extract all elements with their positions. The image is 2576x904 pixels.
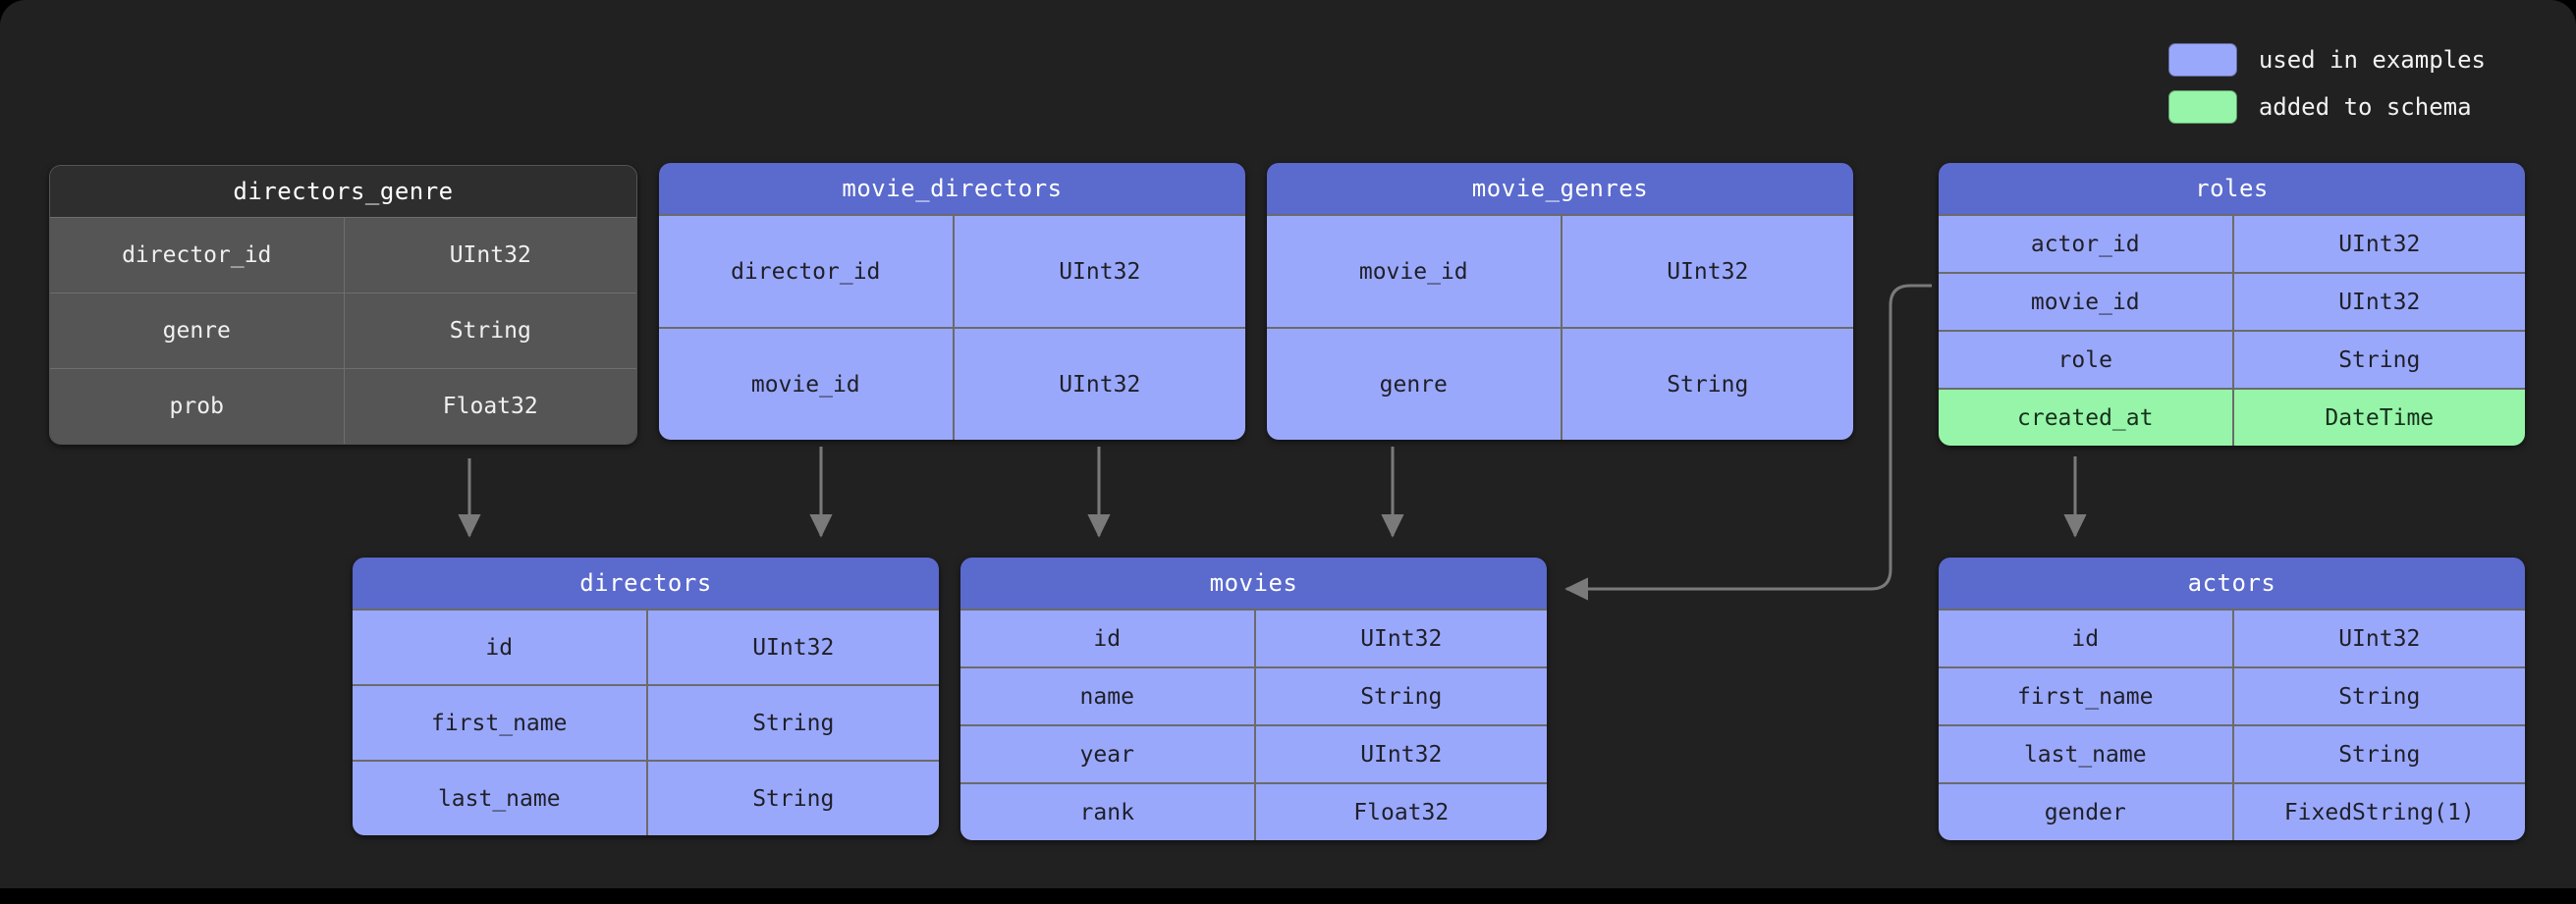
- legend-label-used-in-examples: used in examples: [2258, 46, 2486, 74]
- table-row[interactable]: genre String: [1267, 327, 1853, 440]
- table-movie-directors[interactable]: movie_directors director_id UInt32 movie…: [659, 163, 1245, 440]
- column-type: String: [645, 762, 939, 835]
- table-actors[interactable]: actors id UInt32 first_name String last_…: [1939, 558, 2525, 840]
- table-row[interactable]: director_id UInt32: [659, 214, 1245, 327]
- table-title-roles: roles: [1939, 163, 2525, 214]
- table-row-added[interactable]: created_at DateTime: [1939, 388, 2525, 446]
- table-title-directors: directors: [353, 558, 939, 609]
- column-type: UInt32: [2231, 611, 2525, 666]
- column-type: DateTime: [2231, 390, 2525, 446]
- column-type: String: [343, 293, 636, 368]
- table-directors-genre[interactable]: directors_genre director_id UInt32 genre…: [49, 165, 637, 445]
- column-name: id: [960, 611, 1254, 666]
- column-name: movie_id: [659, 329, 953, 440]
- column-type: String: [1560, 329, 1853, 440]
- column-type: UInt32: [645, 611, 939, 684]
- table-row[interactable]: first_name String: [1939, 666, 2525, 724]
- legend-swatch-added-to-schema: [2167, 90, 2237, 124]
- column-name: first_name: [1939, 668, 2232, 724]
- column-name: last_name: [353, 762, 646, 835]
- column-name: genre: [1267, 329, 1561, 440]
- column-type: UInt32: [952, 329, 1245, 440]
- table-row[interactable]: id UInt32: [1939, 609, 2525, 666]
- table-row[interactable]: gender FixedString(1): [1939, 782, 2525, 840]
- table-title-actors: actors: [1939, 558, 2525, 609]
- table-row[interactable]: prob Float32: [50, 368, 636, 444]
- table-row[interactable]: movie_id UInt32: [659, 327, 1245, 440]
- table-row[interactable]: id UInt32: [353, 609, 939, 684]
- column-type: String: [645, 686, 939, 760]
- column-name: first_name: [353, 686, 646, 760]
- column-name: director_id: [659, 216, 953, 327]
- column-type: String: [2231, 726, 2525, 782]
- table-title-movie-genres: movie_genres: [1267, 163, 1853, 214]
- table-row[interactable]: movie_id UInt32: [1267, 214, 1853, 327]
- table-row[interactable]: role String: [1939, 330, 2525, 388]
- column-name: created_at: [1939, 390, 2232, 446]
- column-type: String: [2231, 332, 2525, 388]
- table-row[interactable]: id UInt32: [960, 609, 1547, 666]
- table-row[interactable]: movie_id UInt32: [1939, 272, 2525, 330]
- legend-label-added-to-schema: added to schema: [2258, 93, 2472, 121]
- legend: used in examples added to schema: [2167, 43, 2486, 124]
- legend-swatch-used-in-examples: [2167, 43, 2237, 77]
- column-type: String: [2231, 668, 2525, 724]
- column-name: id: [353, 611, 646, 684]
- table-row[interactable]: last_name String: [1939, 724, 2525, 782]
- column-name: gender: [1939, 784, 2232, 840]
- column-type: UInt32: [1253, 611, 1547, 666]
- table-row[interactable]: year UInt32: [960, 724, 1547, 782]
- table-row[interactable]: director_id UInt32: [50, 217, 636, 292]
- table-movie-genres[interactable]: movie_genres movie_id UInt32 genre Strin…: [1267, 163, 1853, 440]
- column-name: name: [960, 668, 1254, 724]
- column-name: director_id: [50, 218, 344, 292]
- column-type: Float32: [343, 369, 636, 444]
- column-name: prob: [50, 369, 344, 444]
- legend-item-added-to-schema: added to schema: [2167, 90, 2486, 124]
- column-name: actor_id: [1939, 216, 2232, 272]
- table-row[interactable]: last_name String: [353, 760, 939, 835]
- column-type: UInt32: [1560, 216, 1853, 327]
- column-type: String: [1253, 668, 1547, 724]
- column-name: genre: [50, 293, 344, 368]
- clipped-text-sliver: [0, 889, 2576, 904]
- column-name: year: [960, 726, 1254, 782]
- column-type: UInt32: [952, 216, 1245, 327]
- column-name: movie_id: [1939, 274, 2232, 330]
- table-row[interactable]: actor_id UInt32: [1939, 214, 2525, 272]
- table-roles[interactable]: roles actor_id UInt32 movie_id UInt32 ro…: [1939, 163, 2525, 446]
- column-type: Float32: [1253, 784, 1547, 840]
- column-name: last_name: [1939, 726, 2232, 782]
- column-name: rank: [960, 784, 1254, 840]
- table-title-movie-directors: movie_directors: [659, 163, 1245, 214]
- table-title-movies: movies: [960, 558, 1547, 609]
- column-type: UInt32: [2231, 216, 2525, 272]
- column-type: UInt32: [1253, 726, 1547, 782]
- table-title-directors-genre: directors_genre: [50, 166, 636, 217]
- table-directors[interactable]: directors id UInt32 first_name String la…: [353, 558, 939, 835]
- table-row[interactable]: name String: [960, 666, 1547, 724]
- column-type: FixedString(1): [2231, 784, 2525, 840]
- table-row[interactable]: genre String: [50, 292, 636, 368]
- table-movies[interactable]: movies id UInt32 name String year UInt32…: [960, 558, 1547, 840]
- table-row[interactable]: first_name String: [353, 684, 939, 760]
- column-name: role: [1939, 332, 2232, 388]
- column-type: UInt32: [2231, 274, 2525, 330]
- column-name: movie_id: [1267, 216, 1561, 327]
- column-type: UInt32: [343, 218, 636, 292]
- column-name: id: [1939, 611, 2232, 666]
- table-row[interactable]: rank Float32: [960, 782, 1547, 840]
- legend-item-used-in-examples: used in examples: [2167, 43, 2486, 77]
